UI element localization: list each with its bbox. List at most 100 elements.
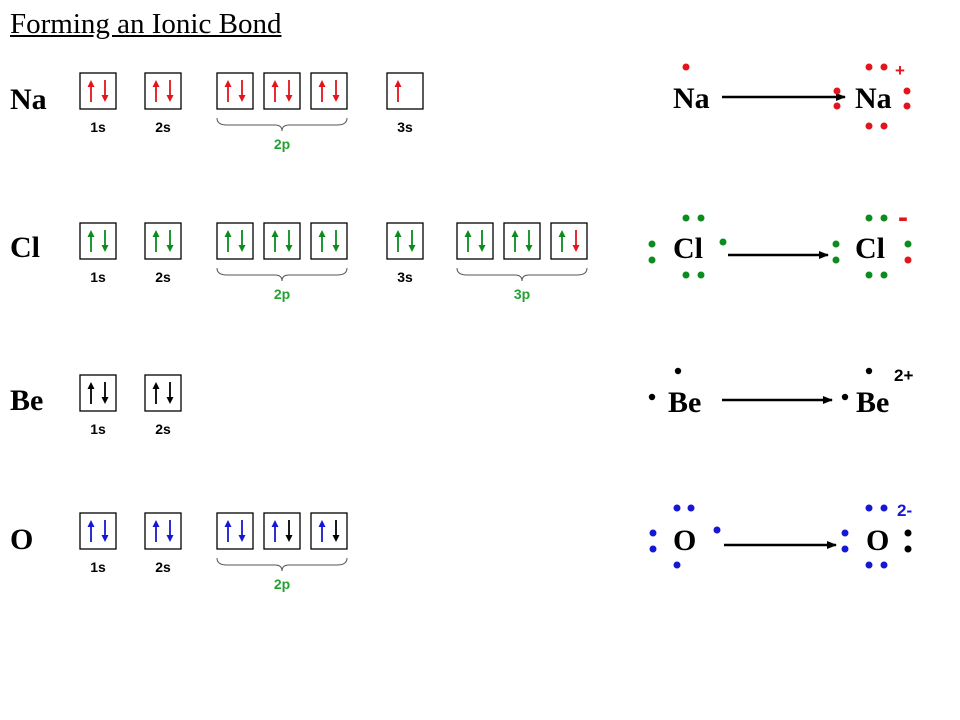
orbital-box xyxy=(144,222,182,260)
na-atom-dots xyxy=(682,63,690,71)
be-ion-dots xyxy=(841,367,873,401)
electron-spin-down xyxy=(166,230,174,252)
o-ion-dots xyxy=(841,504,912,569)
orbital-label: 3s xyxy=(397,269,413,285)
orbital-group-2s: 2s xyxy=(144,512,182,575)
orbital-box xyxy=(263,72,301,110)
electron-dot xyxy=(841,529,849,537)
orbital-group-2s: 2s xyxy=(144,374,182,437)
electron-spin-up xyxy=(224,80,232,102)
lewis-o-ion: O xyxy=(866,524,890,557)
orbital-box xyxy=(386,222,424,260)
orbital-box xyxy=(144,512,182,550)
electron-spin-down xyxy=(408,230,416,252)
orbital-label: 2p xyxy=(274,576,290,592)
electron-spin-down xyxy=(238,80,246,102)
electron-dot xyxy=(682,271,690,279)
electron-dot xyxy=(880,214,888,222)
element-label-na: Na xyxy=(10,83,47,116)
electron-spin-up xyxy=(318,230,326,252)
electron-dot xyxy=(682,63,690,71)
orbital-label: 1s xyxy=(90,559,106,575)
electron-spin-up xyxy=(87,80,95,102)
electron-dot xyxy=(903,87,911,95)
orbital-label: 1s xyxy=(90,269,106,285)
electron-spin-down xyxy=(101,520,109,542)
orbital-brace xyxy=(456,267,588,282)
electron-spin-down xyxy=(285,80,293,102)
orbital-box xyxy=(550,222,588,260)
electron-spin-down xyxy=(166,520,174,542)
orbital-group-2s: 2s xyxy=(144,222,182,285)
electron-spin-down xyxy=(238,230,246,252)
electron-dot xyxy=(832,256,840,264)
electron-spin-down xyxy=(166,80,174,102)
electron-dot xyxy=(904,529,912,537)
electron-spin-up xyxy=(152,80,160,102)
orbital-label: 2s xyxy=(155,559,171,575)
lewis-na-ion: Na xyxy=(855,82,892,115)
electron-dot xyxy=(697,271,705,279)
cl-ion-charge: - xyxy=(898,201,908,234)
electron-spin-up xyxy=(464,230,472,252)
electron-spin-down xyxy=(101,230,109,252)
electron-dot xyxy=(865,214,873,222)
orbital-group-3p: 3p xyxy=(456,222,588,302)
electron-spin-up xyxy=(271,80,279,102)
electron-dot xyxy=(648,240,656,248)
electron-dot xyxy=(841,545,849,553)
electron-spin-down xyxy=(166,382,174,404)
orbital-box xyxy=(144,374,182,412)
electron-dot xyxy=(648,393,656,401)
orbital-label: 2p xyxy=(274,286,290,302)
electron-dot xyxy=(865,367,873,375)
o-ion-charge: 2- xyxy=(897,501,912,520)
electron-dot xyxy=(880,504,888,512)
electron-dot xyxy=(865,122,873,130)
electron-dot xyxy=(687,504,695,512)
orbital-label: 2s xyxy=(155,119,171,135)
electron-spin-down xyxy=(238,520,246,542)
orbital-box xyxy=(79,222,117,260)
element-label-o: O xyxy=(10,523,34,556)
lewis-be-atom: Be xyxy=(668,386,702,419)
electron-dot xyxy=(865,271,873,279)
orbital-group-1s: 1s xyxy=(79,512,117,575)
electron-dot xyxy=(682,214,690,222)
orbital-group-3s: 3s xyxy=(386,72,424,135)
orbital-brace xyxy=(216,117,348,132)
element-label-be: Be xyxy=(10,384,44,417)
electron-dot xyxy=(833,87,841,95)
electron-spin-down xyxy=(285,230,293,252)
orbital-group-2p: 2p xyxy=(216,222,348,302)
electron-dot xyxy=(719,238,727,246)
electron-dot xyxy=(865,561,873,569)
electron-spin-up xyxy=(87,230,95,252)
electron-spin-up xyxy=(394,230,402,252)
orbital-brace xyxy=(216,267,348,282)
lewis-cl-ion: Cl xyxy=(855,232,885,265)
orbital-row-cl: 1s 2s 2p 3s 3p xyxy=(79,222,588,302)
electron-spin-up xyxy=(224,520,232,542)
electron-dot xyxy=(674,367,682,375)
lewis-cl-atom: Cl xyxy=(673,232,703,265)
electron-spin-up xyxy=(318,520,326,542)
electron-dot xyxy=(673,504,681,512)
orbital-group-1s: 1s xyxy=(79,222,117,285)
electron-spin-up xyxy=(87,520,95,542)
orbital-label: 2p xyxy=(274,136,290,152)
electron-dot xyxy=(833,102,841,110)
orbital-box xyxy=(216,222,254,260)
lewis-na-atom: Na xyxy=(673,82,710,115)
orbital-box xyxy=(263,222,301,260)
electron-dot xyxy=(648,256,656,264)
orbital-box xyxy=(310,222,348,260)
electron-dot xyxy=(649,529,657,537)
electron-spin-down xyxy=(332,520,340,542)
orbital-group-2p: 2p xyxy=(216,512,348,592)
